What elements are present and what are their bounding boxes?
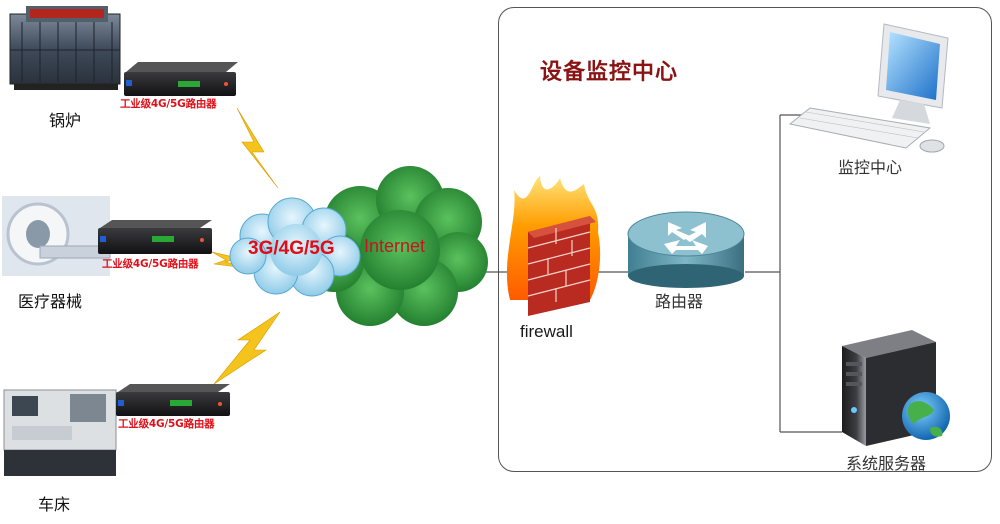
lathe-image xyxy=(3,389,117,476)
router-device-2 xyxy=(98,220,212,254)
router-tag-3: 工业级4G/5G路由器 xyxy=(118,418,215,430)
router-device-3 xyxy=(116,384,230,416)
router-tag-2: 工业级4G/5G路由器 xyxy=(102,258,199,270)
router-tag-1: 工业级4G/5G路由器 xyxy=(120,98,217,110)
medical-device-image xyxy=(2,196,111,276)
monitor-label: 监控中心 xyxy=(838,158,903,177)
boiler-image xyxy=(9,6,121,90)
monitor-computer-icon xyxy=(788,23,949,153)
internet-label: Internet xyxy=(364,236,426,256)
system-server-icon xyxy=(842,330,950,446)
server-label: 系统服务器 xyxy=(846,454,927,473)
mobile-network-cloud xyxy=(229,197,361,297)
device-label-lathe: 车床 xyxy=(38,495,71,514)
router-device-1 xyxy=(124,62,238,96)
device-label-boiler: 锅炉 xyxy=(49,111,82,130)
monitoring-center-title: 设备监控中心 xyxy=(540,60,679,85)
firewall-label: firewall xyxy=(520,322,573,341)
lightning-bolt-icon-3 xyxy=(213,311,281,385)
connection-lines xyxy=(484,114,842,433)
firewall-icon xyxy=(506,176,601,316)
router-label: 路由器 xyxy=(655,292,704,311)
mobile-network-label: 3G/4G/5G xyxy=(248,238,335,259)
core-router-icon xyxy=(627,211,745,288)
lightning-bolt-icon-1 xyxy=(236,107,279,189)
device-label-medical: 医疗器械 xyxy=(18,292,83,311)
